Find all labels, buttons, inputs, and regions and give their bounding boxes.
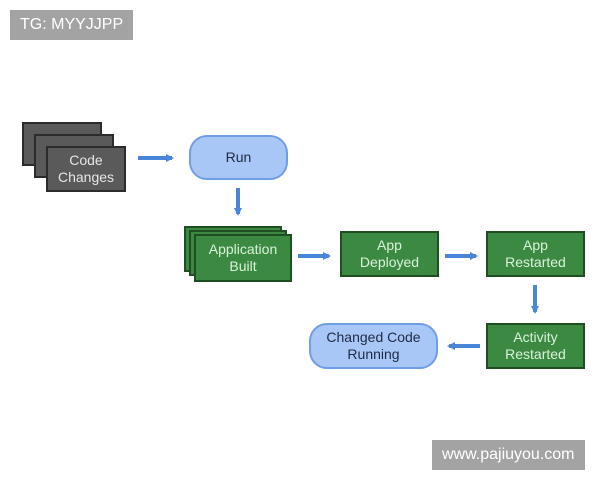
- watermark-top: TG: MYYJJPP: [10, 10, 134, 40]
- application-built-label: Application Built: [208, 241, 278, 274]
- app-restarted-label: App Restarted: [505, 237, 566, 270]
- activity-restarted-label: Activity Restarted: [505, 329, 566, 362]
- changed-code-running-label: Changed Code Running: [326, 329, 421, 362]
- code-changes-label: Code Changes: [57, 152, 115, 185]
- changed-code-running-node: Changed Code Running: [309, 323, 438, 369]
- app-deployed-node: App Deployed: [340, 231, 439, 277]
- activity-restarted-node: Activity Restarted: [486, 323, 585, 369]
- app-deployed-label: App Deployed: [359, 237, 420, 270]
- run-label: Run: [225, 149, 252, 165]
- code-changes-node: Code Changes: [46, 146, 126, 192]
- watermark-bottom: www.pajiuyou.com: [432, 440, 585, 470]
- application-built-node: Application Built: [194, 234, 292, 282]
- app-restarted-node: App Restarted: [486, 231, 585, 277]
- run-node: Run: [189, 135, 288, 180]
